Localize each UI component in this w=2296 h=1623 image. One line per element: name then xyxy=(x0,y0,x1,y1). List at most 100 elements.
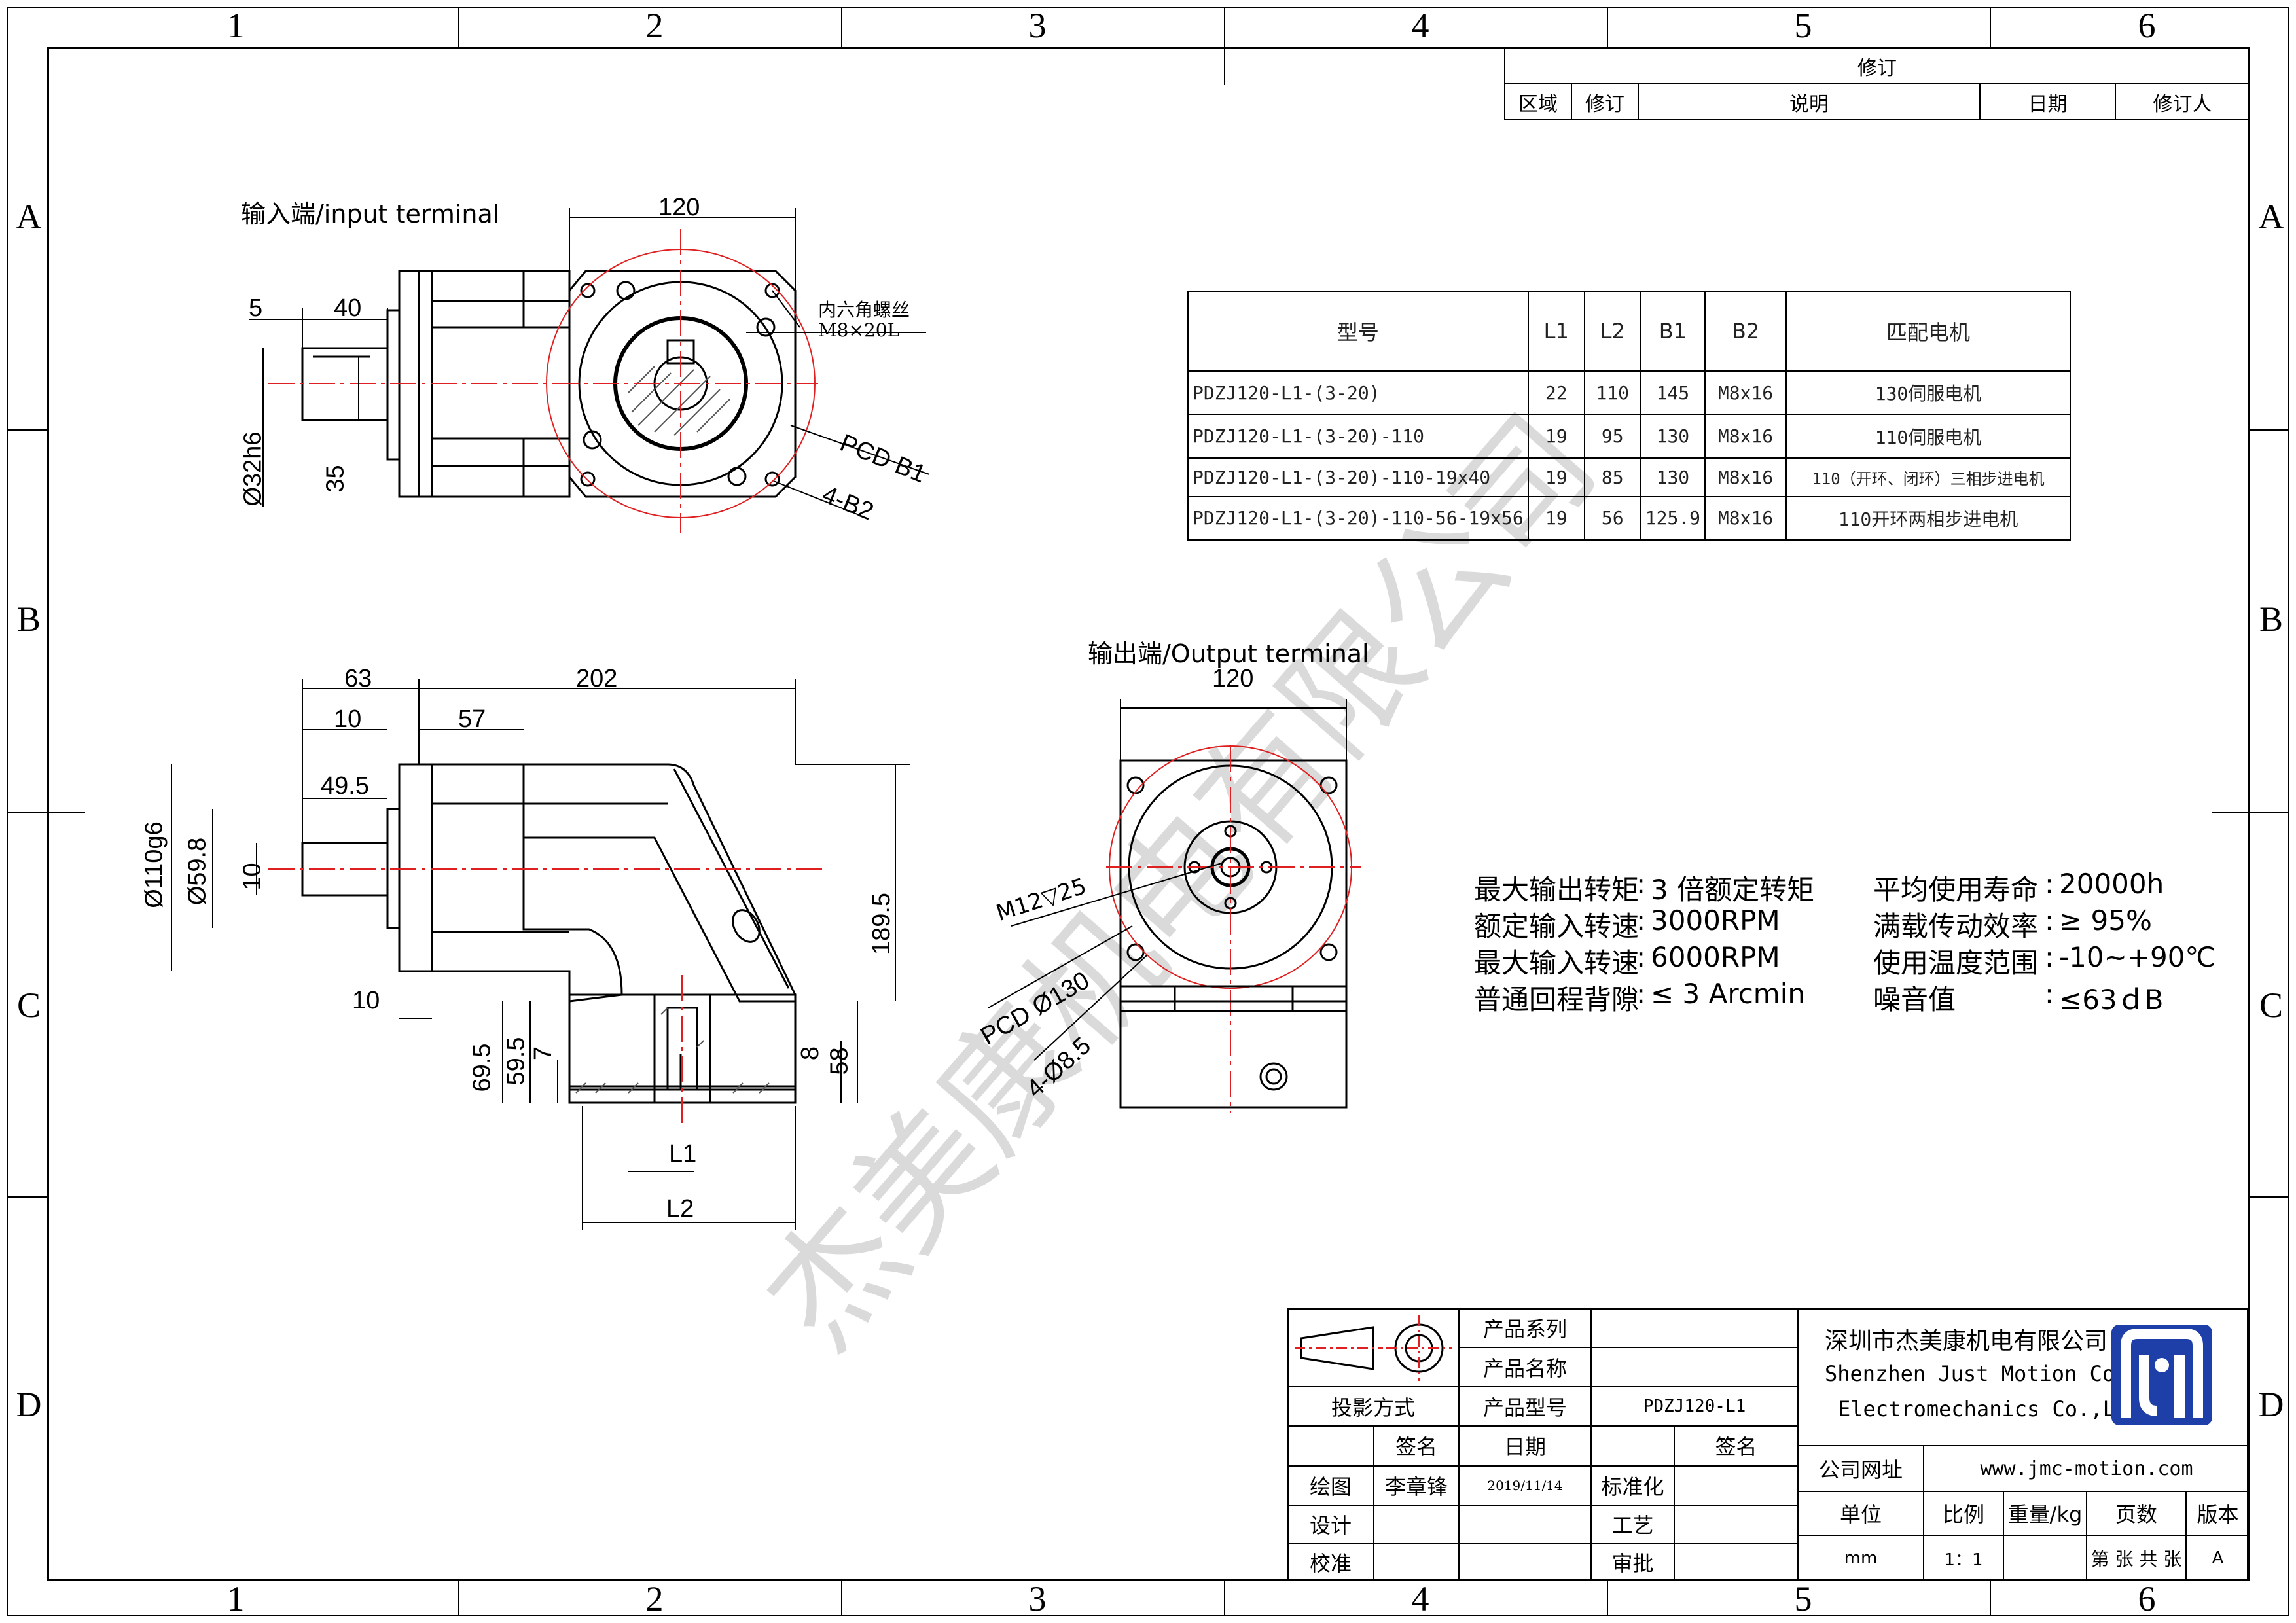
revision-header-rev: 修订 xyxy=(1571,83,1639,120)
zone-divider xyxy=(7,812,85,813)
dim-label: 120 xyxy=(1212,665,1254,692)
label-weight: 重量/kg xyxy=(2003,1491,2087,1536)
drain-plug-inner xyxy=(1265,1068,1282,1085)
zone-divider xyxy=(2250,1196,2289,1198)
zone-divider xyxy=(7,429,47,431)
param-cell: M8x16 xyxy=(1704,457,1787,497)
spec-value: 3000RPM xyxy=(1651,904,1780,936)
website[interactable]: www.jmc-motion.com xyxy=(1923,1444,2249,1493)
output-view-title: 输出端/Output terminal xyxy=(1088,639,1369,668)
spec-colon: : xyxy=(1636,868,1646,900)
zone-row-c-left: C xyxy=(16,986,41,1025)
screw-hole xyxy=(580,471,596,487)
label-drawn: 绘图 xyxy=(1287,1465,1374,1506)
param-cell: 19 xyxy=(1527,457,1585,497)
dim-label: 63 xyxy=(344,665,372,692)
zone-row-d-right: D xyxy=(2258,1385,2284,1424)
spec-colon: : xyxy=(2045,868,2054,900)
shaft-flange xyxy=(386,309,401,461)
label-sign-2: 签名 xyxy=(1674,1425,1797,1467)
revision-header-desc: 说明 xyxy=(1638,83,1981,120)
pages-value: 第 张 共 张 xyxy=(2086,1534,2187,1581)
zone-row-a-left: A xyxy=(16,197,42,236)
zone-col-3-top: 3 xyxy=(1028,6,1047,45)
scale-value: 1：1 xyxy=(1923,1534,2004,1581)
spec-value: ≤ 3 Arcmin xyxy=(1651,978,1805,1010)
param-cell: 110开环两相步进电机 xyxy=(1785,495,2071,541)
zone-divider xyxy=(2212,812,2289,813)
param-cell: 22 xyxy=(1527,370,1585,416)
drawn-date: 2019/11/14 xyxy=(1458,1465,1592,1506)
front-housing xyxy=(398,763,433,972)
leader xyxy=(1011,862,1225,927)
version-value: A xyxy=(2185,1534,2249,1581)
zone-divider xyxy=(1990,7,1991,47)
param-header: 型号 xyxy=(1187,291,1529,372)
zone-col-3-bottom: 3 xyxy=(1028,1579,1047,1618)
zone-row-d-left: D xyxy=(16,1385,42,1424)
zone-row-a-right: A xyxy=(2258,197,2284,236)
drawn-by: 李章锋 xyxy=(1373,1465,1460,1506)
param-cell: 19 xyxy=(1527,414,1585,459)
square-flange xyxy=(568,270,797,498)
inner-border xyxy=(47,47,2250,1581)
dim-label: 8 xyxy=(797,1046,825,1061)
dim-label: 202 xyxy=(576,665,618,692)
unit-value: mm xyxy=(1797,1534,1924,1581)
param-header: B2 xyxy=(1704,291,1787,372)
param-cell: M8x16 xyxy=(1704,370,1787,416)
table-row: PDZJ120-L1-(3-20)-110-19x40 19 85 130 M8… xyxy=(1187,457,2071,497)
label-version: 版本 xyxy=(2185,1491,2249,1536)
zone-divider xyxy=(1607,1581,1608,1616)
zone-col-4-bottom: 4 xyxy=(1411,1579,1429,1618)
bolt-hole xyxy=(756,317,776,337)
dim-label: 59.5 xyxy=(502,1037,530,1086)
param-cell: 85 xyxy=(1583,457,1641,497)
zone-divider xyxy=(458,7,459,47)
revision-header-reviser: 修订人 xyxy=(2115,83,2250,120)
product-model-value: PDZJ120-L1 xyxy=(1590,1386,1797,1427)
parameter-table: 型号 L1 L2 B1 B2 匹配电机 PDZJ120-L1-(3-20) 22… xyxy=(1187,291,2071,541)
dim-label: 10 xyxy=(238,863,266,891)
hatch xyxy=(575,1007,770,1094)
dim-label: Ø32h6 xyxy=(239,431,267,507)
zone-divider xyxy=(7,1196,47,1198)
spec-colon: : xyxy=(1636,941,1646,973)
zone-col-1-top: 1 xyxy=(226,6,245,45)
zone-col-6-top: 6 xyxy=(2138,6,2156,45)
zone-divider xyxy=(1990,1581,1991,1616)
dim-label: 69.5 xyxy=(468,1043,496,1092)
zone-divider xyxy=(841,7,842,47)
revision-header-zone: 区域 xyxy=(1504,83,1572,120)
spec-label: 平均使用寿命 xyxy=(1873,874,2039,906)
company-logo xyxy=(2111,1325,2212,1425)
corner-hole xyxy=(1126,943,1145,961)
param-cell: 110伺服电机 xyxy=(1785,414,2071,459)
param-cell: 130伺服电机 xyxy=(1785,370,2071,416)
label-product-model: 产品型号 xyxy=(1458,1386,1592,1427)
dim-label: Ø110g6 xyxy=(140,821,168,908)
zone-divider xyxy=(458,1581,459,1616)
dim-label: 5 xyxy=(249,294,263,322)
output-base xyxy=(1119,985,1348,1109)
param-cell: 130 xyxy=(1640,457,1706,497)
screw-hole xyxy=(764,283,780,298)
dim-label: L1 xyxy=(669,1140,697,1168)
spec-label: 普通回程背隙 xyxy=(1474,984,1640,1016)
label-projection: 投影方式 xyxy=(1287,1386,1460,1427)
title-right-table: 深圳市杰美康机电有限公司 Shenzhen Just Motion Contro… xyxy=(1797,1308,2249,1581)
param-cell: PDZJ120-L1-(3-20)-110-19x40 xyxy=(1187,457,1529,497)
corner-hole xyxy=(1319,943,1338,961)
label-process: 工艺 xyxy=(1590,1504,1675,1544)
leader xyxy=(1033,955,1147,1061)
dim-label: Ø59.8 xyxy=(183,837,211,906)
hatch xyxy=(628,366,730,436)
spec-label: 额定输入转速 xyxy=(1474,910,1640,942)
label-approve: 审批 xyxy=(1590,1542,1675,1581)
corner-hole xyxy=(1126,776,1145,794)
spec-value: ≤63ｄB xyxy=(2059,984,2164,1016)
spec-label: 使用温度范围 xyxy=(1873,947,2039,979)
param-cell: 56 xyxy=(1583,495,1641,541)
bolt-hole xyxy=(583,430,602,450)
